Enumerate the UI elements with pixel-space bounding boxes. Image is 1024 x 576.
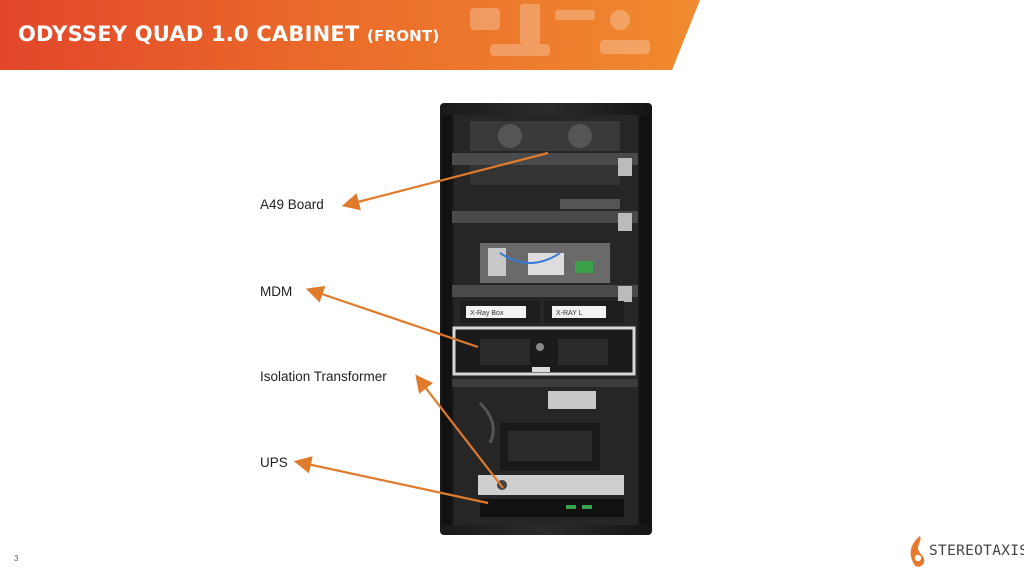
arrow-isolation-transformer bbox=[415, 374, 504, 489]
photo-label-xray-box: X-Ray Box bbox=[470, 310, 504, 317]
page-number: 3 bbox=[14, 554, 19, 563]
logo-text: STEREOTAXIS bbox=[929, 543, 1024, 559]
photo-label-xray-l: X-RAY L bbox=[556, 310, 583, 317]
slide-title: ODYSSEY QUAD 1.0 CABINET (FRONT) bbox=[18, 22, 439, 46]
arrow-ups bbox=[293, 456, 489, 505]
slide-title-suffix: (FRONT) bbox=[366, 27, 440, 45]
cabinet-photo: X-Ray Box X-RAY L bbox=[440, 103, 652, 535]
arrow-mdm bbox=[305, 285, 479, 349]
logo-mark-icon bbox=[910, 536, 925, 567]
header-background bbox=[0, 0, 700, 70]
label-a49-board: A49 Board bbox=[260, 197, 324, 212]
label-ups: UPS bbox=[260, 455, 288, 470]
slide-title-main: ODYSSEY QUAD 1.0 CABINET bbox=[18, 22, 360, 46]
label-mdm: MDM bbox=[260, 284, 293, 299]
stereotaxis-logo: STEREOTAXIS bbox=[904, 534, 1024, 570]
header-banner: ODYSSEY QUAD 1.0 CABINET (FRONT) bbox=[0, 0, 1024, 70]
label-isolation-transformer: Isolation Transformer bbox=[260, 369, 387, 384]
arrow-a49-board bbox=[341, 151, 549, 211]
